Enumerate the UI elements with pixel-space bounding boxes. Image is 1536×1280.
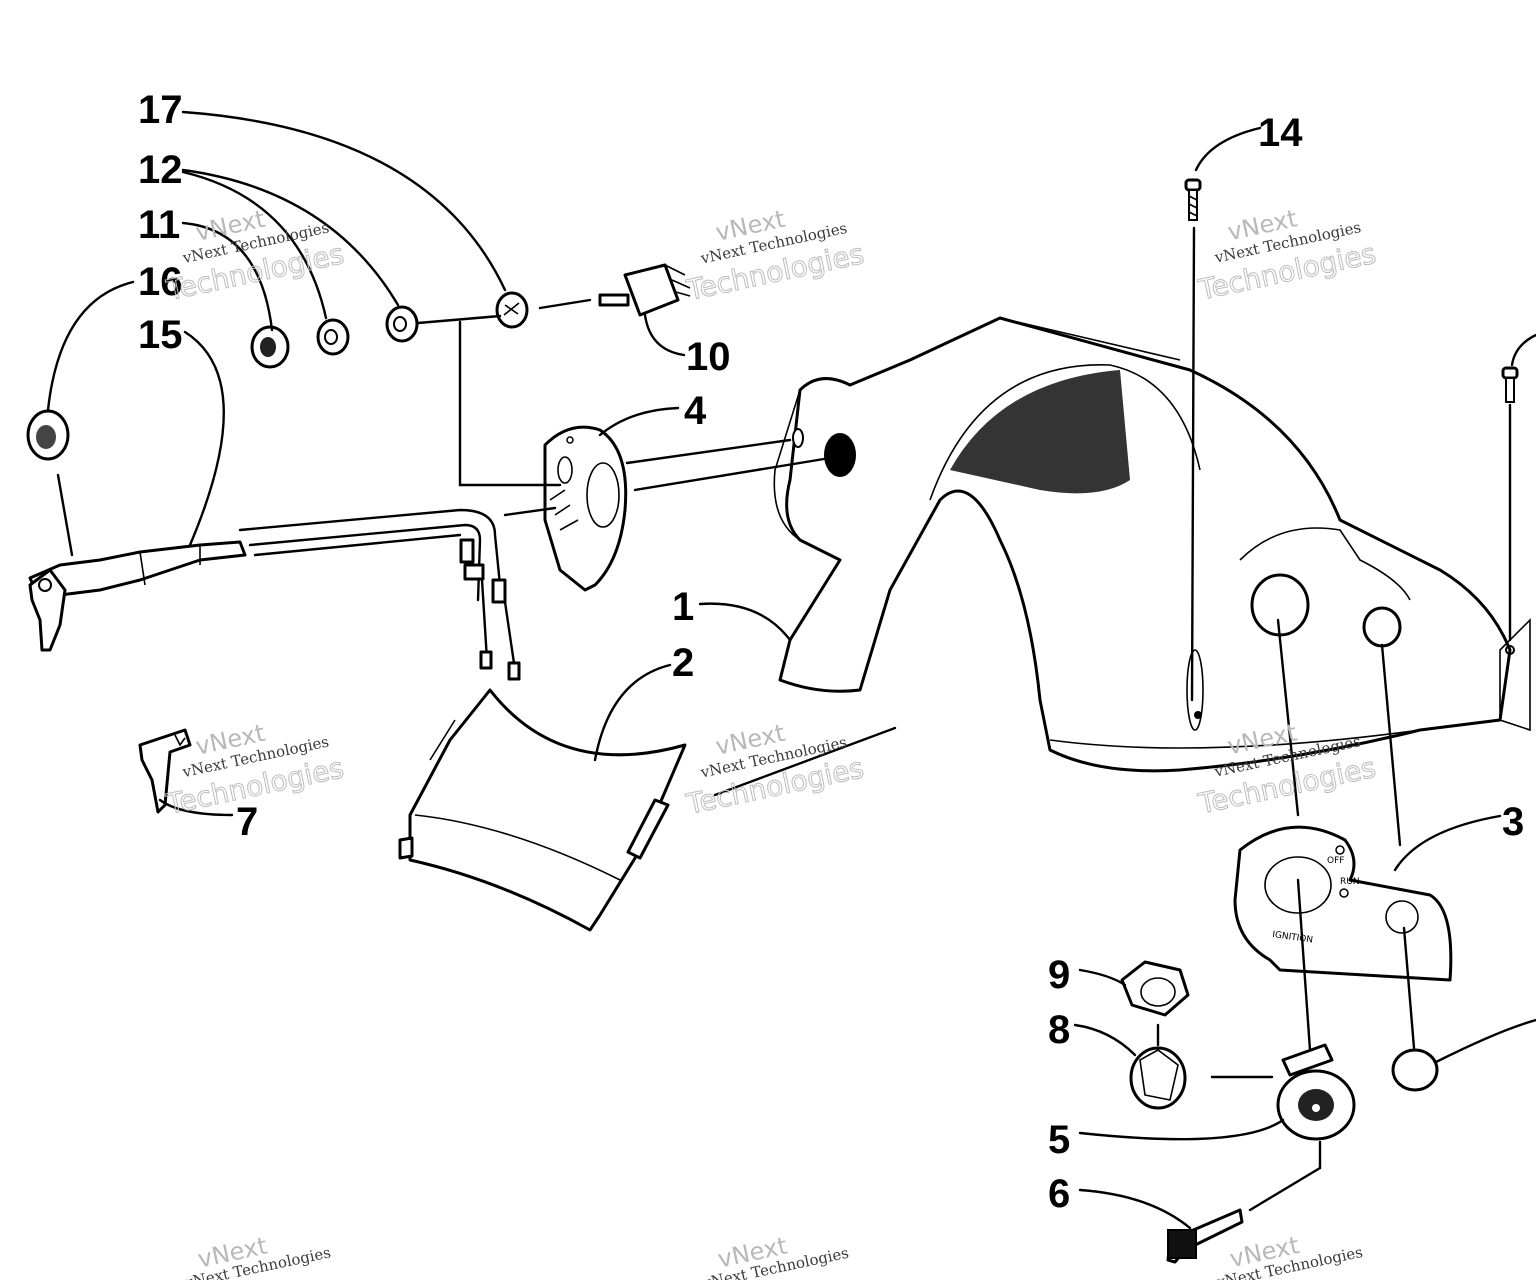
- toggle-switch: [598, 263, 691, 317]
- callout-labels: 17 12 11 16 15 10 4 1 2 14 3 9 8 5 6 7: [138, 88, 1524, 1216]
- callout-17: 17: [138, 88, 183, 132]
- decal-plate: [543, 425, 628, 592]
- console-housing: [773, 316, 1531, 773]
- callout-16: 16: [138, 260, 183, 304]
- plate-off-label: OFF: [1327, 856, 1344, 866]
- callout-14: 14: [1258, 111, 1303, 155]
- watermark-2: vNext vNext Technologies Technologies: [683, 205, 868, 308]
- watermark-8: vNext vNext Technologies: [700, 1232, 850, 1280]
- ignition-plate: OFF RUN IGNITION: [1233, 825, 1453, 982]
- callout-8: 8: [1048, 1008, 1070, 1052]
- callout-6: 6: [1048, 1172, 1070, 1216]
- lower-trim-panel: [398, 688, 687, 932]
- callout-15: 15: [138, 313, 183, 357]
- ignition-hardware: [1120, 960, 1439, 1264]
- connector-clip: [138, 728, 192, 814]
- callout-3: 3: [1502, 800, 1524, 844]
- callout-12: 12: [138, 148, 183, 192]
- watermark-4: vNext vNext Technologies Technologies: [162, 719, 347, 822]
- callout-7: 7: [236, 800, 258, 844]
- callout-2: 2: [672, 641, 694, 685]
- hardware-washers: [26, 291, 529, 461]
- leader-lines: [46, 110, 1536, 1230]
- plate-run-label: RUN: [1340, 877, 1360, 887]
- watermark-5: vNext vNext Technologies Technologies: [682, 719, 867, 822]
- callout-5: 5: [1048, 1118, 1070, 1162]
- callout-9: 9: [1048, 953, 1070, 997]
- callout-4: 4: [684, 389, 707, 433]
- screws: [1184, 178, 1519, 403]
- watermark-7: vNext vNext Technologies: [182, 1232, 332, 1280]
- watermark-3: vNext vNext Technologies Technologies: [1195, 204, 1380, 307]
- callout-10: 10: [686, 335, 731, 379]
- callout-11: 11: [138, 203, 180, 247]
- callout-1: 1: [672, 585, 694, 629]
- cable-assembly: [28, 508, 521, 681]
